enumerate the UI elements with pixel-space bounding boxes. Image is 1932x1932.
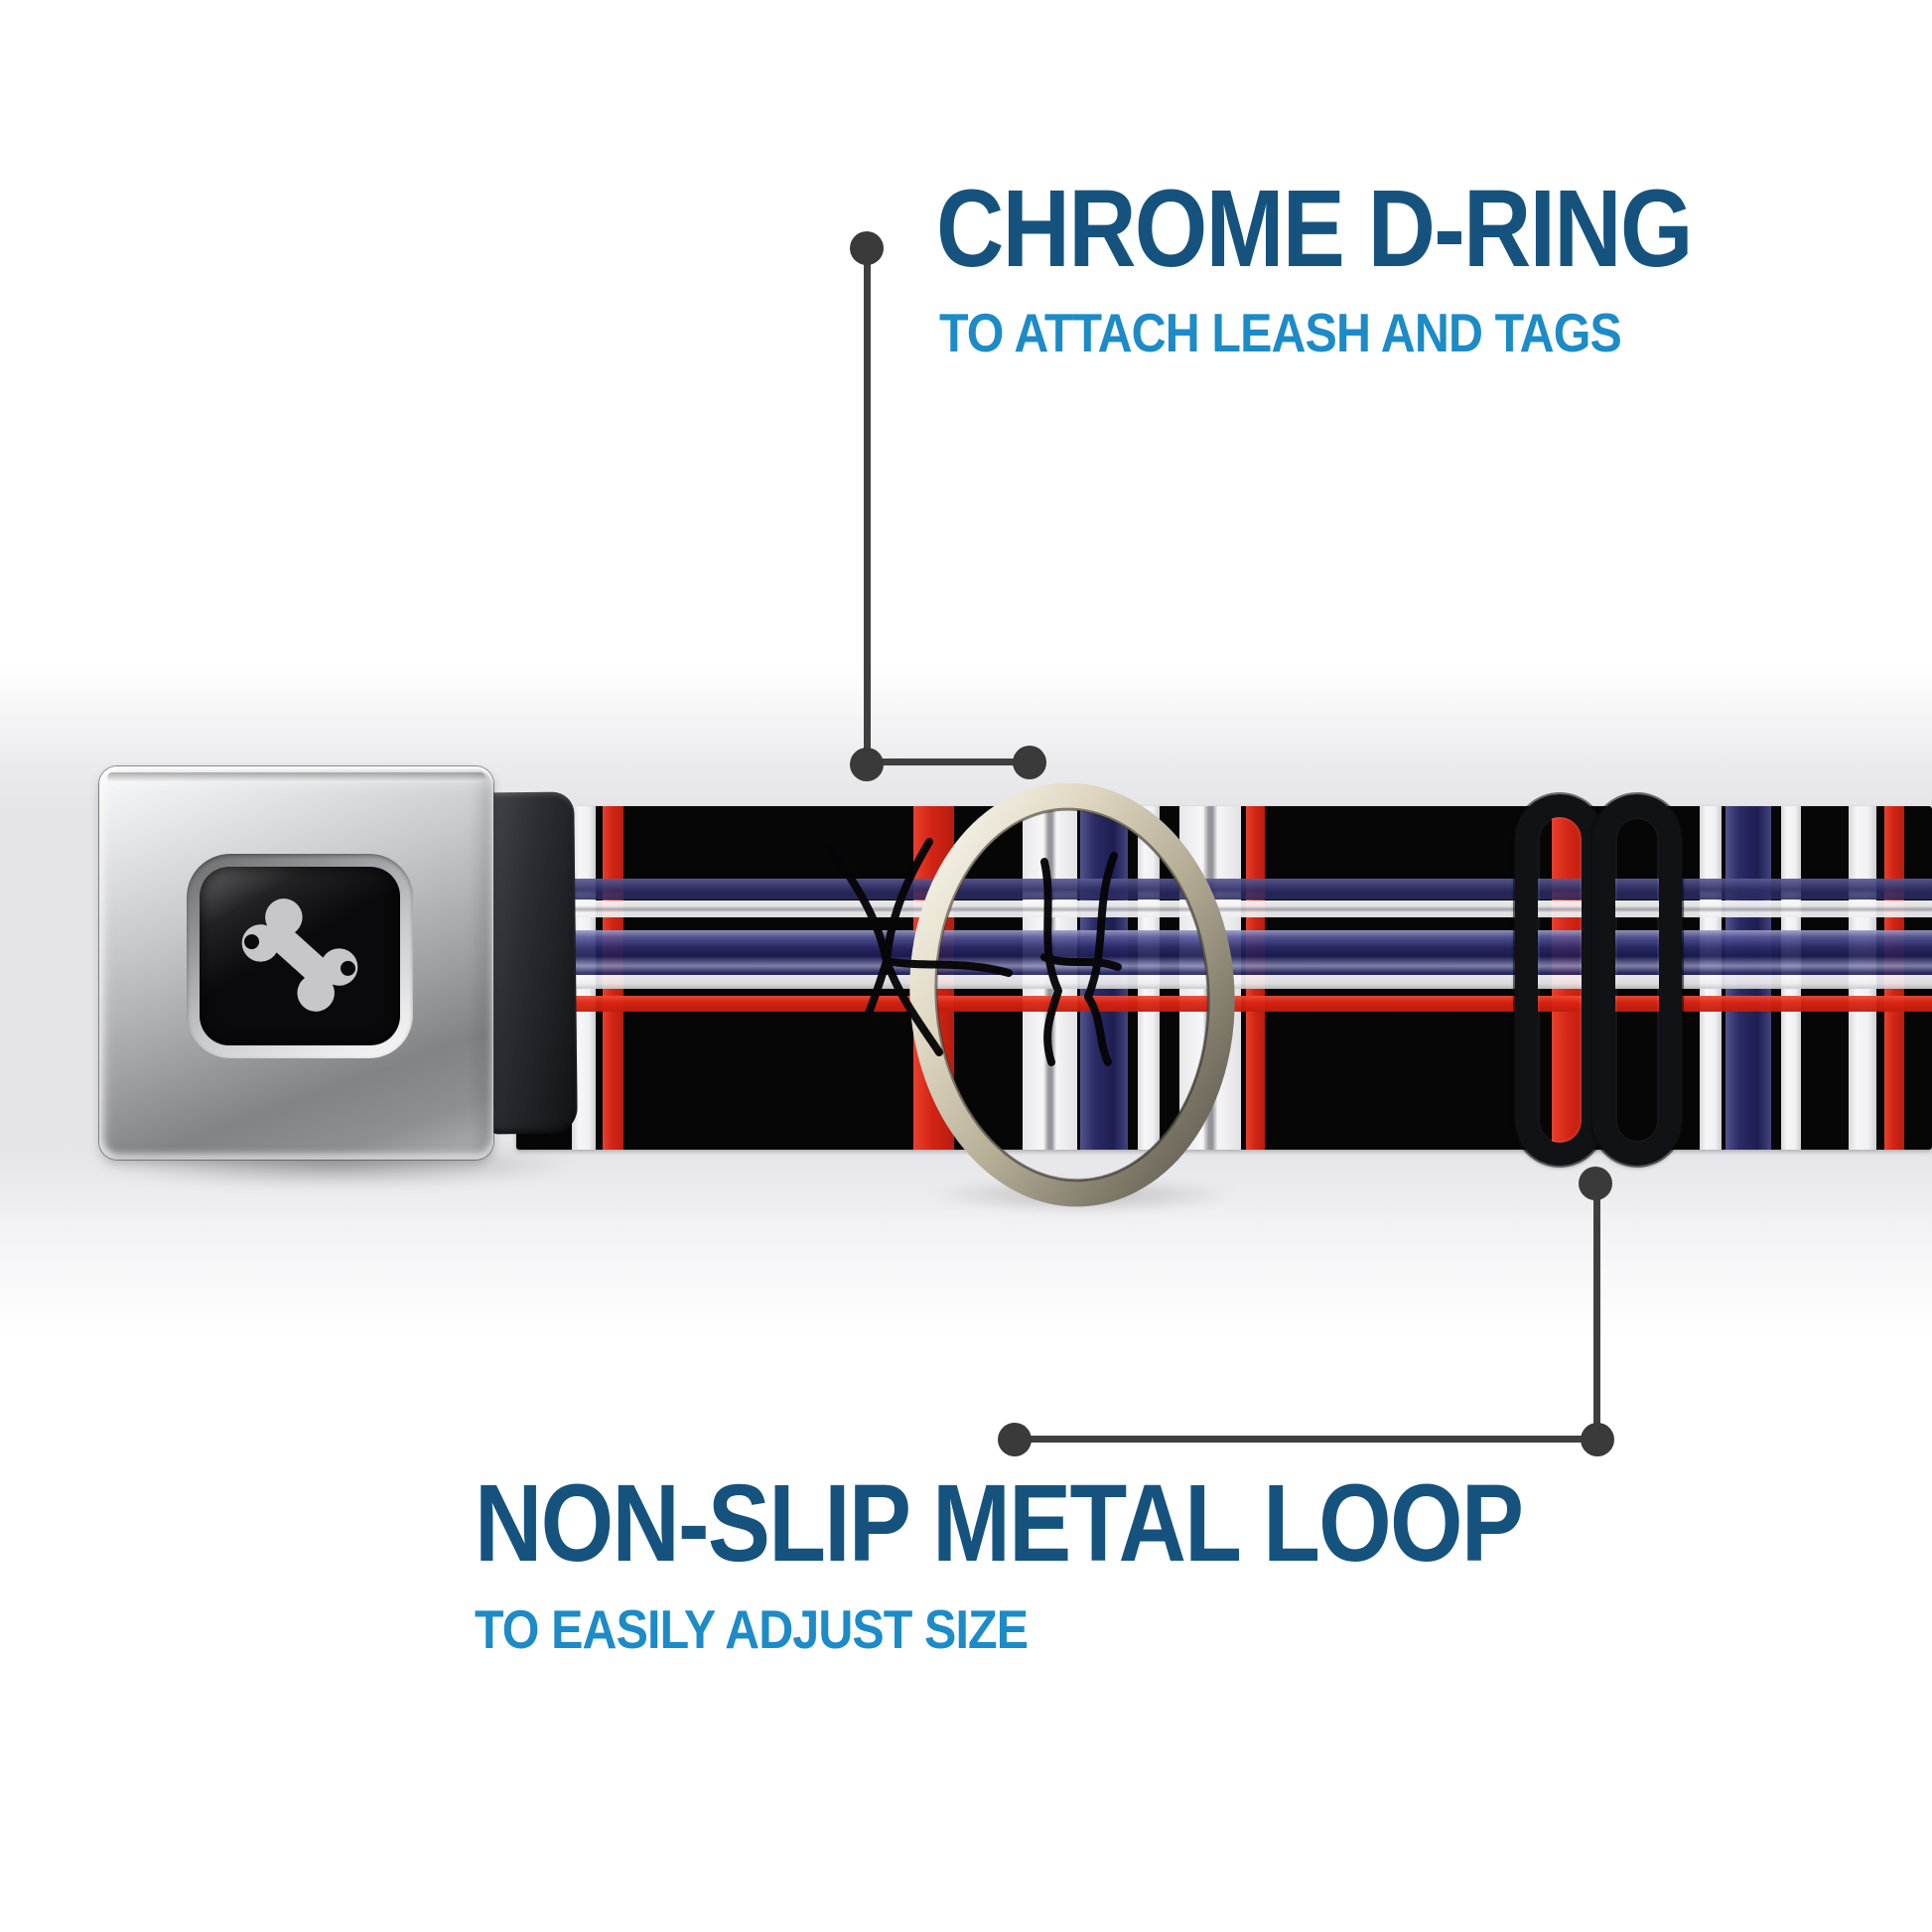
- buckle-latch-connector: [484, 791, 578, 1135]
- buckle-bezel: [187, 854, 413, 1058]
- chrome-d-ring: [909, 782, 1235, 1207]
- top-callout-subtitle: TO ATTACH LEASH AND TAGS: [939, 302, 1622, 363]
- callout-line-top-horizontal: [867, 759, 1030, 765]
- callout-dot: [850, 748, 884, 781]
- callout-dot: [1579, 1167, 1612, 1200]
- top-callout-title: CHROME D-RING: [936, 168, 1693, 290]
- plaid-strap: [516, 806, 1932, 1150]
- loop-bar-right: [1592, 794, 1682, 1166]
- bone-icon: [241, 898, 358, 1012]
- loop-bar-left: [1515, 794, 1604, 1166]
- callout-dot: [998, 1423, 1032, 1456]
- callout-line-bottom-vertical: [1593, 1183, 1600, 1440]
- buckle-logo-window: [200, 867, 400, 1045]
- bottom-callout-title: NON-SLIP METAL LOOP: [475, 1462, 1524, 1585]
- metal-adjustment-loop: [1515, 794, 1682, 1166]
- callout-dot: [1581, 1423, 1614, 1456]
- callout-dot: [850, 231, 884, 265]
- callout-line-bottom-horizontal: [1015, 1436, 1597, 1443]
- callout-dot: [1013, 746, 1046, 779]
- bottom-callout-subtitle: TO EASILY ADJUST SIZE: [475, 1598, 1029, 1660]
- buckle-seam: [107, 772, 485, 782]
- crinkle-print: [826, 838, 1122, 1066]
- seatbelt-buckle: [99, 766, 493, 1160]
- callout-line-top-vertical: [864, 248, 871, 764]
- plaid-band: [516, 879, 1932, 899]
